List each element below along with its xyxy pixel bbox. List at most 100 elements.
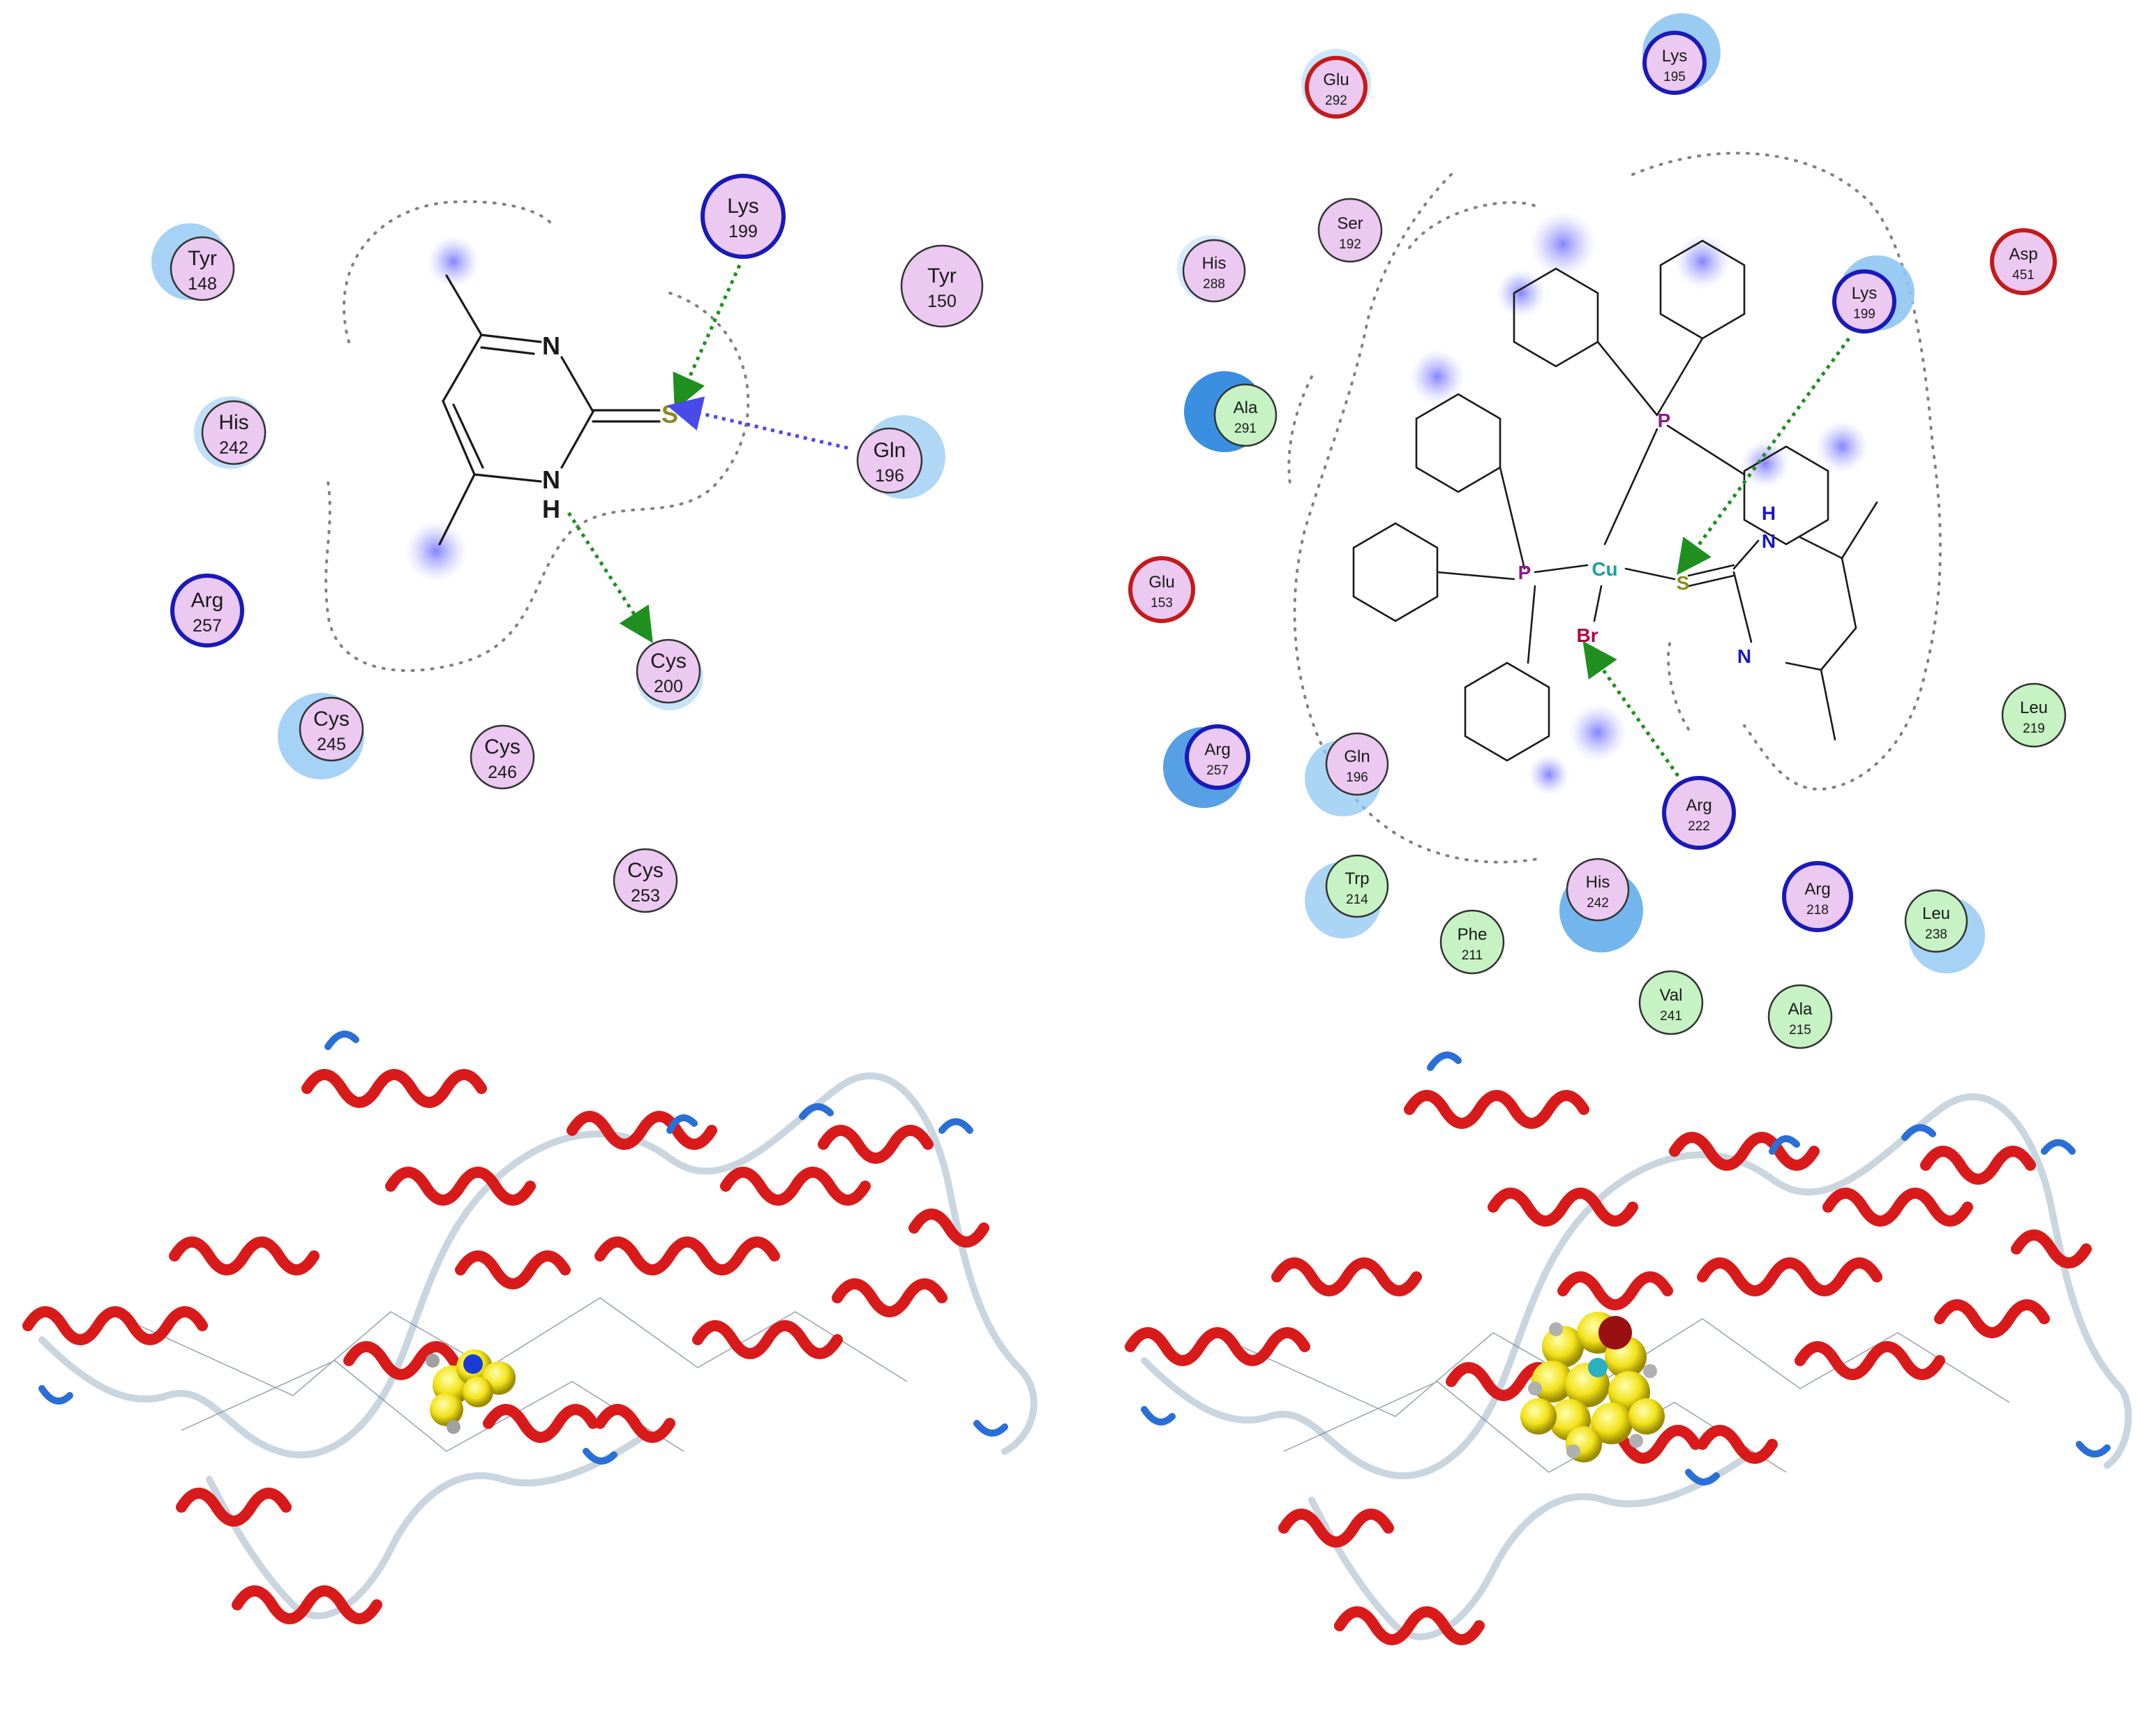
svg-text:257: 257	[1206, 763, 1229, 778]
svg-text:Lys: Lys	[1852, 284, 1877, 303]
svg-text:292: 292	[1325, 93, 1347, 108]
svg-text:245: 245	[317, 735, 346, 754]
svg-text:His: His	[1586, 873, 1610, 892]
svg-text:Gln: Gln	[874, 439, 906, 462]
svg-text:Glu: Glu	[1148, 573, 1174, 592]
svg-text:451: 451	[2012, 268, 2035, 283]
residue-his288: His 288	[1177, 235, 1246, 303]
svg-text:Leu: Leu	[2020, 698, 2048, 717]
svg-text:150: 150	[927, 292, 957, 311]
residue-gln196: Gln 196	[856, 415, 945, 499]
svg-text:238: 238	[1925, 927, 1947, 942]
svg-text:Ala: Ala	[1234, 398, 1258, 417]
residue-ser192: Ser 192	[1317, 197, 1383, 263]
ligand-spheres-left	[426, 1349, 516, 1434]
svg-text:Cys: Cys	[484, 735, 520, 758]
svg-text:Gln: Gln	[1344, 747, 1370, 766]
hbond-nh-cys200	[567, 511, 653, 643]
svg-text:153: 153	[1151, 596, 1173, 611]
atom-s: S	[1677, 572, 1690, 594]
svg-text:His: His	[1202, 254, 1227, 273]
residue-leu238: Leu 238	[1904, 889, 1985, 973]
svg-text:Arg: Arg	[191, 589, 224, 612]
svg-text:215: 215	[1789, 1023, 1811, 1038]
svg-text:253: 253	[631, 886, 660, 906]
svg-text:222: 222	[1688, 819, 1710, 834]
svg-text:195: 195	[1663, 70, 1686, 84]
svg-text:Arg: Arg	[1686, 796, 1712, 815]
svg-text:241: 241	[1660, 1009, 1682, 1024]
svg-text:Trp: Trp	[1345, 869, 1369, 888]
residue-cys246: Cys 246	[470, 724, 535, 790]
interaction-diagram-right: P P Cu S Br N H N Glu 292 Lys 195 Ser 19…	[1128, 13, 2067, 1049]
residue-arg257: Arg 257	[1163, 724, 1250, 808]
svg-text:148: 148	[188, 274, 217, 294]
residue-glu153: Glu 153	[1128, 556, 1195, 623]
residue-arg218: Arg 218	[1782, 861, 1853, 932]
atom-n-top: N	[542, 331, 560, 360]
svg-text:200: 200	[654, 677, 683, 696]
residue-cys253: Cys 253	[613, 848, 678, 913]
svg-text:Glu: Glu	[1323, 70, 1349, 89]
svg-text:199: 199	[1853, 307, 1875, 322]
svg-text:219: 219	[2023, 721, 2045, 736]
svg-text:211: 211	[1462, 948, 1483, 963]
svg-text:Arg: Arg	[1804, 880, 1830, 899]
atom-br: Br	[1576, 624, 1598, 646]
svg-text:Val: Val	[1660, 986, 1683, 1005]
ligand-spheres-right	[1520, 1312, 1665, 1462]
svg-text:214: 214	[1346, 892, 1368, 907]
residue-ala291: Ala 291	[1184, 371, 1278, 452]
svg-text:Leu: Leu	[1922, 904, 1950, 923]
svg-text:242: 242	[1587, 896, 1609, 911]
svg-text:257: 257	[193, 616, 222, 636]
complex-bonds	[1436, 337, 1878, 741]
exposure-blob	[427, 235, 480, 288]
pyrimidine-ring	[438, 274, 661, 546]
svg-text:Cys: Cys	[627, 859, 664, 882]
residue-phe211: Phe 211	[1439, 909, 1505, 975]
hbond-gln196-s	[666, 396, 848, 450]
residue-arg257: Arg 257	[170, 574, 244, 648]
residue-ala215: Ala 215	[1767, 984, 1833, 1049]
residue-tyr148: Tyr 148	[151, 223, 235, 301]
atom-h: H	[542, 495, 560, 523]
svg-text:Ser: Ser	[1337, 214, 1363, 233]
svg-text:218: 218	[1806, 903, 1829, 918]
svg-text:Arg: Arg	[1204, 740, 1230, 759]
pocket-outline	[324, 200, 750, 673]
atom-s: S	[661, 400, 678, 428]
residue-his242: His 242	[1559, 858, 1643, 952]
svg-text:Tyr: Tyr	[927, 264, 957, 287]
residue-asp451: Asp 451	[1990, 228, 2057, 295]
phenyl-rings	[1352, 239, 1829, 762]
exposure-blob	[405, 520, 467, 583]
residue-val241: Val 241	[1638, 970, 1704, 1035]
svg-text:Lys: Lys	[1662, 47, 1687, 66]
protein-ribbon-left	[22, 1031, 1038, 1624]
svg-text:Cys: Cys	[650, 650, 687, 673]
svg-text:192: 192	[1339, 237, 1361, 252]
svg-text:288: 288	[1203, 277, 1225, 292]
residue-arg222: Arg 222	[1662, 776, 1736, 850]
atom-cu: Cu	[1591, 558, 1617, 580]
residue-leu219: Leu 219	[2001, 682, 2067, 748]
residue-lys199: Lys 199	[701, 174, 786, 259]
svg-text:246: 246	[488, 763, 517, 782]
residue-his242: His 242	[194, 396, 267, 469]
residue-trp214: Trp 214	[1305, 854, 1389, 938]
residue-tyr150: Tyr 150	[900, 244, 984, 328]
residue-lys195: Lys 195	[1642, 13, 1721, 95]
svg-text:196: 196	[875, 466, 904, 486]
svg-text:Cys: Cys	[313, 708, 350, 731]
svg-text:Tyr: Tyr	[188, 247, 217, 270]
atom-n-top: N	[1762, 530, 1776, 552]
svg-text:Phe: Phe	[1458, 925, 1488, 944]
atom-h: H	[1762, 502, 1776, 524]
svg-text:291: 291	[1234, 421, 1257, 436]
atom-p-left: P	[1518, 562, 1531, 583]
svg-text:242: 242	[219, 438, 248, 458]
residue-gln196: Gln 196	[1305, 732, 1389, 816]
residue-lys199: Lys 199	[1832, 255, 1915, 334]
